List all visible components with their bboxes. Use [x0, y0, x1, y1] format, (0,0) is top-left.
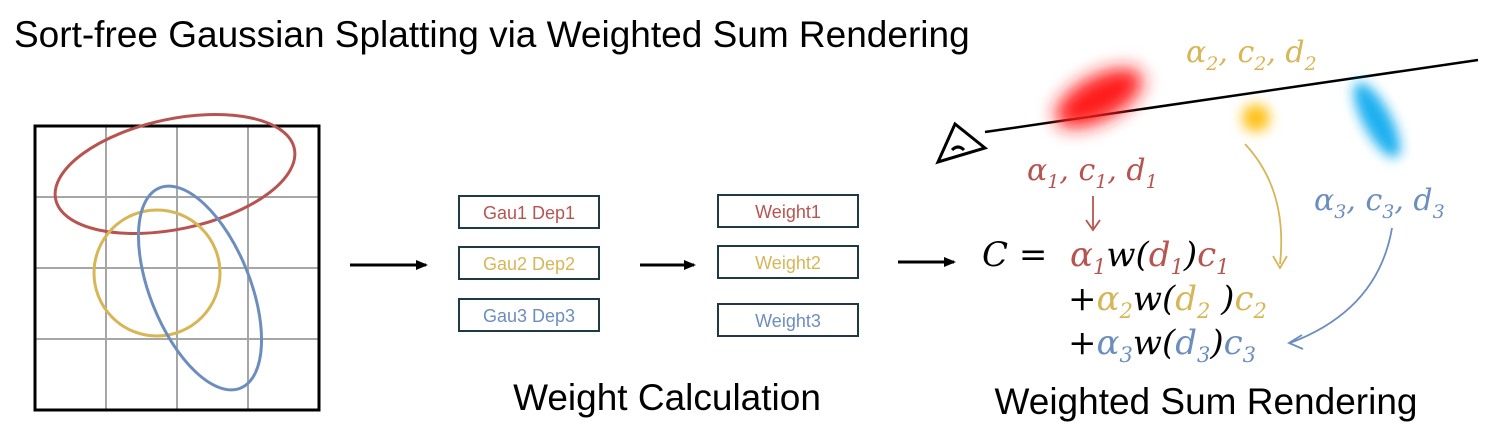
grid-lines	[35, 126, 319, 410]
arrow-label-3	[1289, 227, 1393, 344]
weight-box-2-label: Weight2	[755, 253, 821, 273]
page-title: Sort-free Gaussian Splatting via Weighte…	[14, 14, 970, 55]
input-box-3	[458, 298, 600, 332]
equation-lhs: C =	[982, 235, 1047, 275]
blue-gaussian-ellipse	[136, 184, 264, 392]
blue-splat	[1353, 82, 1401, 158]
input-box-1	[458, 195, 600, 229]
equation-term-2: +α2w(d2 )c2	[1068, 279, 1267, 323]
arrow-label-2	[1244, 143, 1283, 265]
eye-icon	[935, 121, 989, 165]
weight-box-1-label: Weight1	[755, 202, 821, 222]
svg-text:α3, c3, d3: α3, c3, d3	[1314, 183, 1445, 223]
red-gaussian-ellipse	[53, 113, 297, 235]
grid-panel	[33, 113, 321, 412]
equation-term-3: +α3w(d3)c3	[1068, 323, 1256, 367]
label-arrows	[1085, 143, 1393, 350]
red-splat	[1055, 68, 1143, 128]
gaussian-label-2: α2, c2, d2	[1186, 35, 1317, 75]
equation: C = α1w(d1)c1 +α2w(d2 )c2 +α3w(d3)c3	[982, 235, 1267, 367]
weight-boxes: Weight1 Weight2 Weight3	[717, 194, 859, 337]
svg-text:α2, c2, d2: α2, c2, d2	[1186, 35, 1317, 75]
input-box-2	[458, 246, 600, 280]
equation-term-1: α1w(d1)c1	[1070, 235, 1230, 279]
weight-box-2	[717, 245, 859, 279]
svg-text:α1, c1, d1: α1, c1, d1	[1027, 153, 1158, 193]
yellow-splat	[1242, 104, 1270, 132]
input-box-3-label: Gau3 Dep3	[483, 306, 575, 326]
gaussian-label-3: α3, c3, d3	[1314, 183, 1445, 223]
input-box-2-label: Gau2 Dep2	[483, 254, 575, 274]
weight-calculation-caption: Weight Calculation	[513, 377, 821, 418]
weighted-sum-rendering-caption: Weighted Sum Rendering	[994, 381, 1417, 422]
weight-box-3-label: Weight3	[755, 311, 821, 331]
weight-box-1	[717, 194, 859, 228]
yellow-gaussian-circle	[92, 208, 222, 338]
input-boxes: Gau1 Dep1 Gau2 Dep2 Gau3 Dep3	[458, 195, 600, 332]
input-box-1-label: Gau1 Dep1	[483, 203, 575, 223]
gaussian-label-1: α1, c1, d1	[1027, 153, 1158, 193]
weight-box-3	[717, 303, 859, 337]
grid-frame	[33, 124, 321, 412]
